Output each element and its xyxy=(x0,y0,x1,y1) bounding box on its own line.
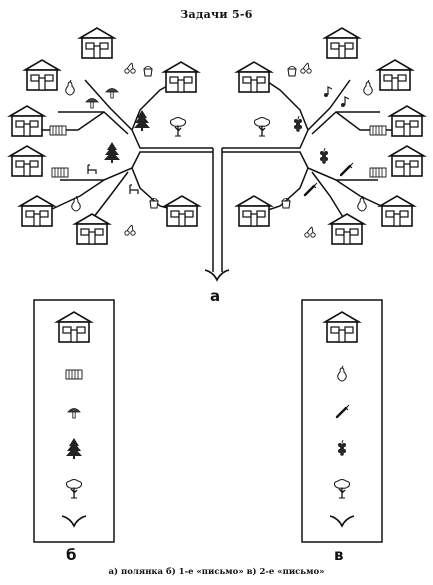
label-b: б xyxy=(66,546,77,564)
cherries-icon xyxy=(300,62,312,74)
fence-icon xyxy=(369,125,387,136)
bucket-icon xyxy=(143,66,153,77)
grapes-icon xyxy=(293,115,303,133)
house-icon xyxy=(379,195,415,227)
house-icon xyxy=(324,27,360,59)
cherries-icon xyxy=(304,226,316,238)
bucket-icon xyxy=(287,66,297,77)
fence-icon xyxy=(369,167,387,178)
grapes-icon xyxy=(319,147,329,165)
house-icon xyxy=(163,61,199,93)
house-icon xyxy=(389,145,425,177)
house-icon xyxy=(74,213,110,245)
house-icon xyxy=(236,61,272,93)
note-icon xyxy=(340,96,350,108)
fence-icon xyxy=(51,167,69,178)
house-icon xyxy=(24,59,60,91)
pear-icon xyxy=(71,195,81,212)
cherries-icon xyxy=(124,224,136,236)
carrot-icon xyxy=(303,181,319,197)
cherries-icon xyxy=(124,62,136,74)
house-icon xyxy=(9,145,45,177)
house-icon xyxy=(236,195,272,227)
fence-icon xyxy=(65,369,83,380)
caption: а) полянка б) 1-е «письмо» в) 2-е «письм… xyxy=(108,567,325,577)
label-v: в xyxy=(334,546,344,564)
mushroom-icon xyxy=(85,98,99,109)
fence-icon xyxy=(49,125,67,136)
chair-icon xyxy=(129,184,139,195)
house-icon xyxy=(19,195,55,227)
trunk-roots-icon xyxy=(204,269,230,281)
mushroom-icon xyxy=(105,88,119,99)
label-a: а xyxy=(210,287,221,305)
page-title: Задачи 5-6 xyxy=(180,8,253,21)
carrot-icon xyxy=(339,161,355,177)
house-icon xyxy=(79,27,115,59)
pear-icon xyxy=(363,79,373,96)
house-icon xyxy=(164,195,200,227)
house-icon xyxy=(329,213,365,245)
fir-tree-icon xyxy=(104,142,120,163)
chair-icon xyxy=(87,164,97,175)
house-icon xyxy=(377,59,413,91)
house-icon xyxy=(9,105,45,137)
tree-icon xyxy=(253,116,271,137)
trunk xyxy=(42,77,398,272)
note-icon xyxy=(323,86,333,98)
tree-icon xyxy=(169,116,187,137)
house-icon xyxy=(389,105,425,137)
pear-icon xyxy=(65,79,75,96)
